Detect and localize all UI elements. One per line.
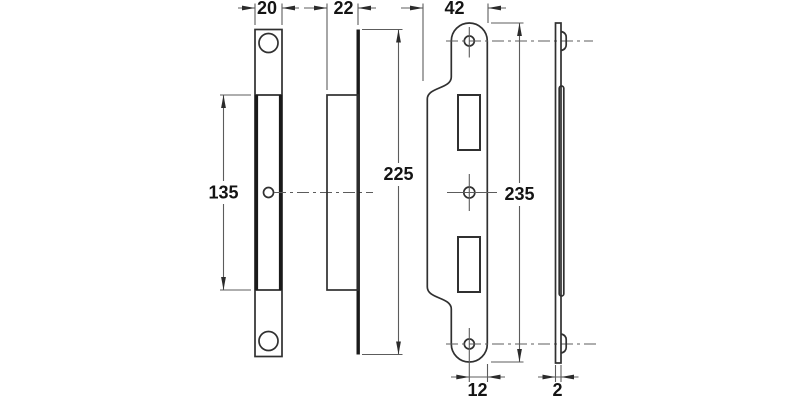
arrow-down-icon: [517, 349, 522, 362]
strike-plate-outline: [426, 22, 489, 363]
arrow-down-icon: [396, 341, 401, 355]
arrow-left-icon: [561, 374, 574, 380]
dimension-label-235: 235: [504, 184, 534, 204]
dimension-label-2: 2: [552, 380, 562, 400]
arrow-left-icon: [487, 374, 501, 380]
dimension-12: 12: [451, 364, 505, 400]
bar-hole-bottom: [258, 330, 279, 352]
dimension-label-135: 135: [208, 183, 238, 203]
dimension-22: 22: [304, 0, 376, 90]
dimension-label-225: 225: [383, 164, 413, 184]
dimension-label-22: 22: [333, 0, 353, 18]
dimension-225: 225: [362, 28, 414, 356]
arrow-left-icon: [358, 5, 371, 11]
arrow-right-icon: [242, 5, 255, 11]
arrow-left-icon: [488, 5, 501, 11]
bar-hole-top: [258, 32, 279, 54]
dimension-label-12: 12: [467, 380, 487, 400]
arrow-left-icon: [282, 5, 295, 11]
dimension-label-20: 20: [257, 0, 277, 18]
arrow-up-icon: [221, 95, 226, 108]
arrow-right-icon: [456, 374, 470, 380]
dimension-235: 235: [491, 22, 535, 363]
countersink-bump-top: [560, 30, 568, 52]
dimension-2: 2: [538, 365, 579, 400]
latch-cutout-upper: [457, 94, 481, 151]
view-strike-plate-side: [554, 22, 568, 364]
dimension-label-42: 42: [444, 0, 464, 18]
countersink-bump-bottom: [560, 333, 568, 354]
arrow-right-icon: [314, 5, 327, 11]
view-flat-bar-side: [326, 29, 360, 355]
dimension-20: 20: [238, 0, 299, 25]
arrow-right-icon: [542, 374, 556, 380]
arrow-up-icon: [396, 29, 401, 43]
arrow-down-icon: [221, 277, 226, 290]
arrow-right-icon: [410, 5, 423, 11]
arrow-up-icon: [517, 23, 522, 36]
dimension-42: 42: [401, 0, 506, 81]
plate-side-outline: [554, 22, 562, 364]
dimension-135: 135: [208, 94, 251, 291]
view-strike-plate-front: [426, 22, 497, 382]
plate-lip-side: [558, 85, 565, 297]
raised-section-side: [326, 94, 359, 291]
bar-hole-middle: [262, 186, 275, 199]
latch-cutout-lower: [457, 236, 481, 293]
